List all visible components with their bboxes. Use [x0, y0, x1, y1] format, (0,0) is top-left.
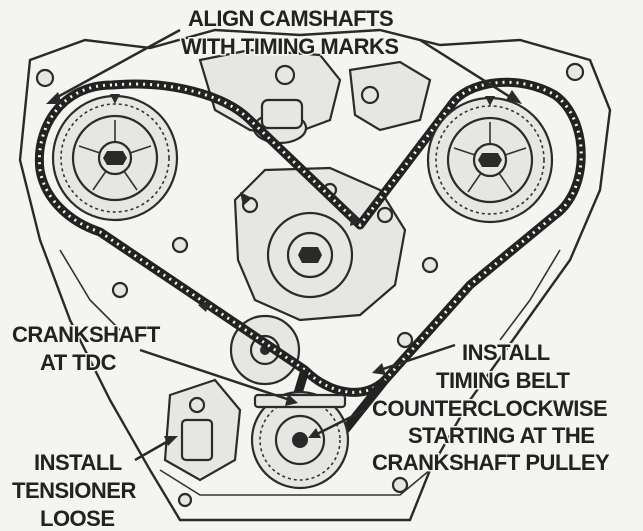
- label-crank-line2: AT TDC: [40, 350, 117, 375]
- label-crank-line1: CRANKSHAFT: [12, 322, 161, 347]
- label-install-tensioner: INSTALL TENSIONER LOOSE: [11, 449, 139, 531]
- label-align-camshafts: ALIGN CAMSHAFTS WITH TIMING MARKS: [180, 5, 401, 61]
- label-install-belt-line4: STARTING AT THE: [408, 423, 594, 448]
- label-install-belt-line2: TIMING BELT: [436, 368, 570, 393]
- label-align-line2: WITH TIMING MARKS: [181, 34, 399, 59]
- tensioner-assembly: [163, 378, 242, 482]
- label-tensioner-line1: INSTALL: [34, 450, 122, 475]
- leader-lines: [46, 28, 522, 462]
- arrow-marker: [350, 212, 362, 226]
- upper-housing: [198, 48, 432, 145]
- label-install-belt-line5: CRANKSHAFT PULLEY: [372, 450, 610, 475]
- label-crankshaft-tdc: CRANKSHAFT AT TDC: [11, 321, 163, 377]
- engine-block-outline: [18, 28, 612, 522]
- arrow-marker: [198, 300, 210, 312]
- label-tensioner-line2: TENSIONER: [12, 478, 136, 503]
- label-install-timing-belt: INSTALL TIMING BELT COUNTERCLOCKWISE STA…: [371, 339, 612, 477]
- label-install-belt-line3: COUNTERCLOCKWISE: [372, 396, 607, 421]
- bolts: [35, 62, 585, 508]
- right-camshaft-sprocket: [426, 96, 554, 224]
- arrow-marker: [240, 192, 252, 206]
- left-camshaft-sprocket: [51, 94, 179, 222]
- crankshaft-pulley: [250, 390, 350, 490]
- water-pump: [233, 166, 407, 322]
- label-align-line1: ALIGN CAMSHAFTS: [188, 6, 393, 31]
- label-install-belt-line1: INSTALL: [462, 340, 550, 365]
- label-tensioner-line3: LOOSE: [40, 506, 115, 531]
- belt-direction-arrows: [198, 192, 362, 312]
